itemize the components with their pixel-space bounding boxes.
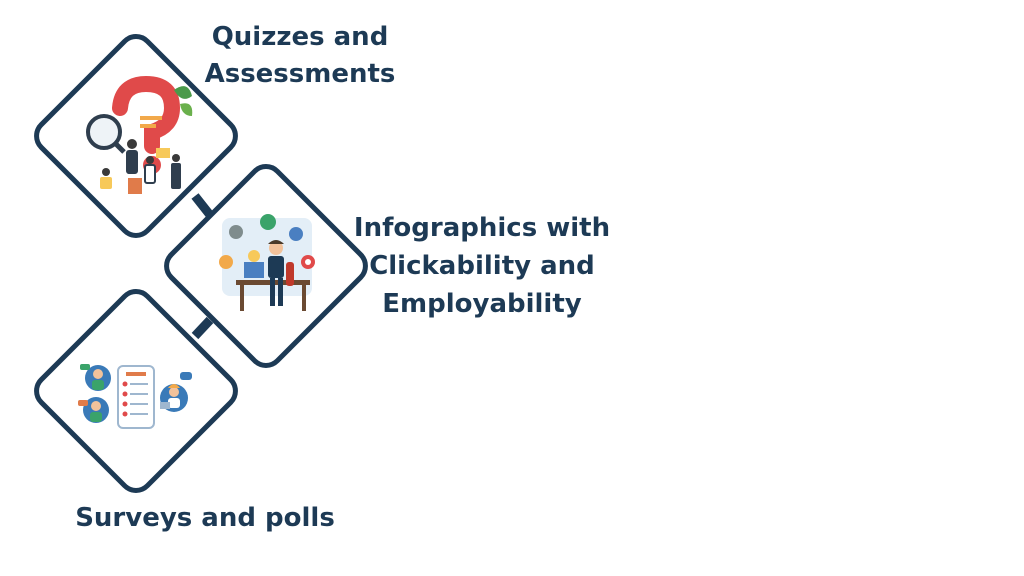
diamond-surveys — [34, 289, 238, 493]
survey-phone-chat-illustration-icon — [78, 364, 192, 429]
label-quizzes-and-assessments: Quizzes and Assessments — [204, 22, 396, 89]
businessman-at-desk-illustration-icon — [219, 214, 315, 311]
label-surveys-and-polls: Surveys and polls — [75, 503, 335, 533]
connector-1-2 — [191, 193, 214, 218]
label-infographics: Infographics with Clickability and Emplo… — [353, 213, 611, 319]
diamond-infographics — [164, 164, 368, 368]
connector-2-3 — [191, 316, 214, 340]
diamond-quizzes — [34, 34, 238, 238]
quiz-question-mark-illustration-icon — [86, 75, 193, 194]
